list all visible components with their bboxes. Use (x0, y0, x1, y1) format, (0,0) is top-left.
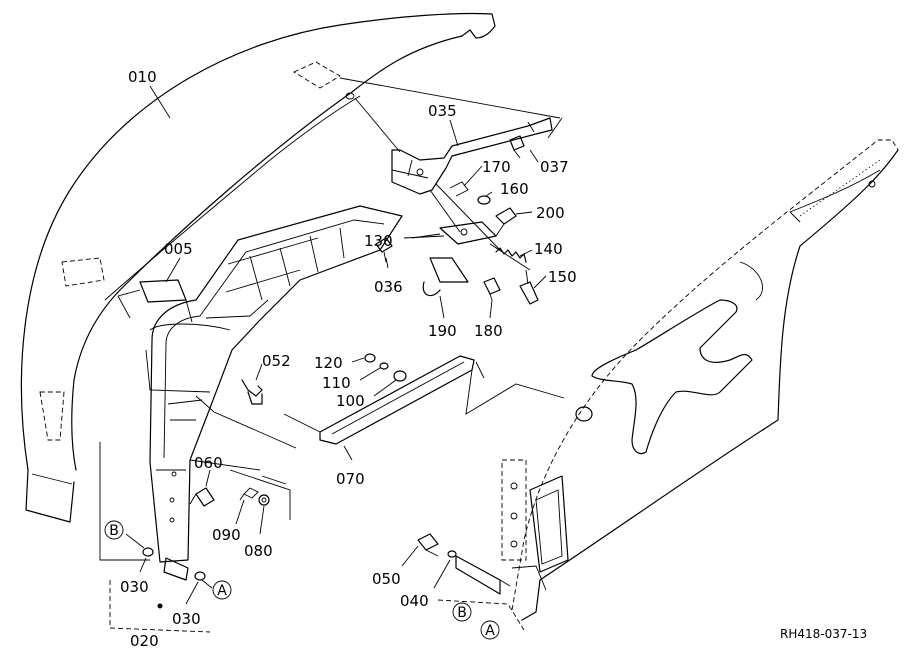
label-140: 140 (534, 240, 563, 258)
marker-b-left: B (104, 520, 124, 540)
label-037: 037 (540, 158, 569, 176)
marker-b-right: B (452, 602, 472, 622)
label-090: 090 (212, 526, 241, 544)
pin-090-drawing (239, 487, 259, 501)
label-040: 040 (400, 592, 429, 610)
latch-190-drawing (422, 257, 501, 301)
washer-080-drawing (258, 494, 270, 506)
svg-text:B: B (457, 605, 467, 621)
label-035: 035 (428, 102, 457, 120)
label-070: 070 (336, 470, 365, 488)
label-180: 180 (474, 322, 503, 340)
label-036: 036 (374, 278, 403, 296)
marker-a-right: A (480, 620, 500, 640)
label-080: 080 (244, 542, 273, 560)
label-110: 110 (322, 374, 351, 392)
plate-005-drawing (117, 279, 193, 323)
label-190: 190 (428, 322, 457, 340)
right-panel-drawing (501, 139, 899, 621)
label-200: 200 (536, 204, 565, 222)
spring-140-drawing (489, 243, 539, 305)
bolt-052-drawing (241, 379, 263, 405)
pin-040-drawing (437, 550, 525, 631)
linkage-hardware-drawing (411, 181, 517, 245)
label-060: 060 (194, 454, 223, 472)
label-030-right: 030 (172, 610, 201, 628)
bolt-036-drawing (375, 237, 393, 263)
frame-bracket-drawing (99, 205, 403, 563)
label-050: 050 (372, 570, 401, 588)
fender-panel-drawing (20, 12, 563, 523)
bolt-060-drawing (189, 487, 215, 507)
drawing-reference-code: RH418-037-13 (780, 627, 867, 641)
bolt-050-drawing (417, 533, 439, 557)
label-100: 100 (336, 392, 365, 410)
label-160: 160 (500, 180, 529, 198)
svg-text:A: A (485, 623, 495, 639)
svg-text:B: B (109, 523, 119, 539)
leader-lines (125, 85, 547, 605)
bushing-shaft-drawing (109, 547, 211, 633)
label-010: 010 (128, 68, 157, 86)
label-170: 170 (482, 158, 511, 176)
label-052: 052 (262, 352, 291, 370)
label-120: 120 (314, 354, 343, 372)
label-130: 130 (364, 232, 393, 250)
upper-bracket-035-drawing (391, 117, 553, 251)
marker-a-left: A (212, 580, 232, 600)
label-005: 005 (164, 240, 193, 258)
label-020: 020 (130, 632, 159, 650)
label-030-left: 030 (120, 578, 149, 596)
arm-070-drawing (283, 353, 565, 445)
svg-text:A: A (217, 583, 227, 599)
label-150: 150 (548, 268, 577, 286)
